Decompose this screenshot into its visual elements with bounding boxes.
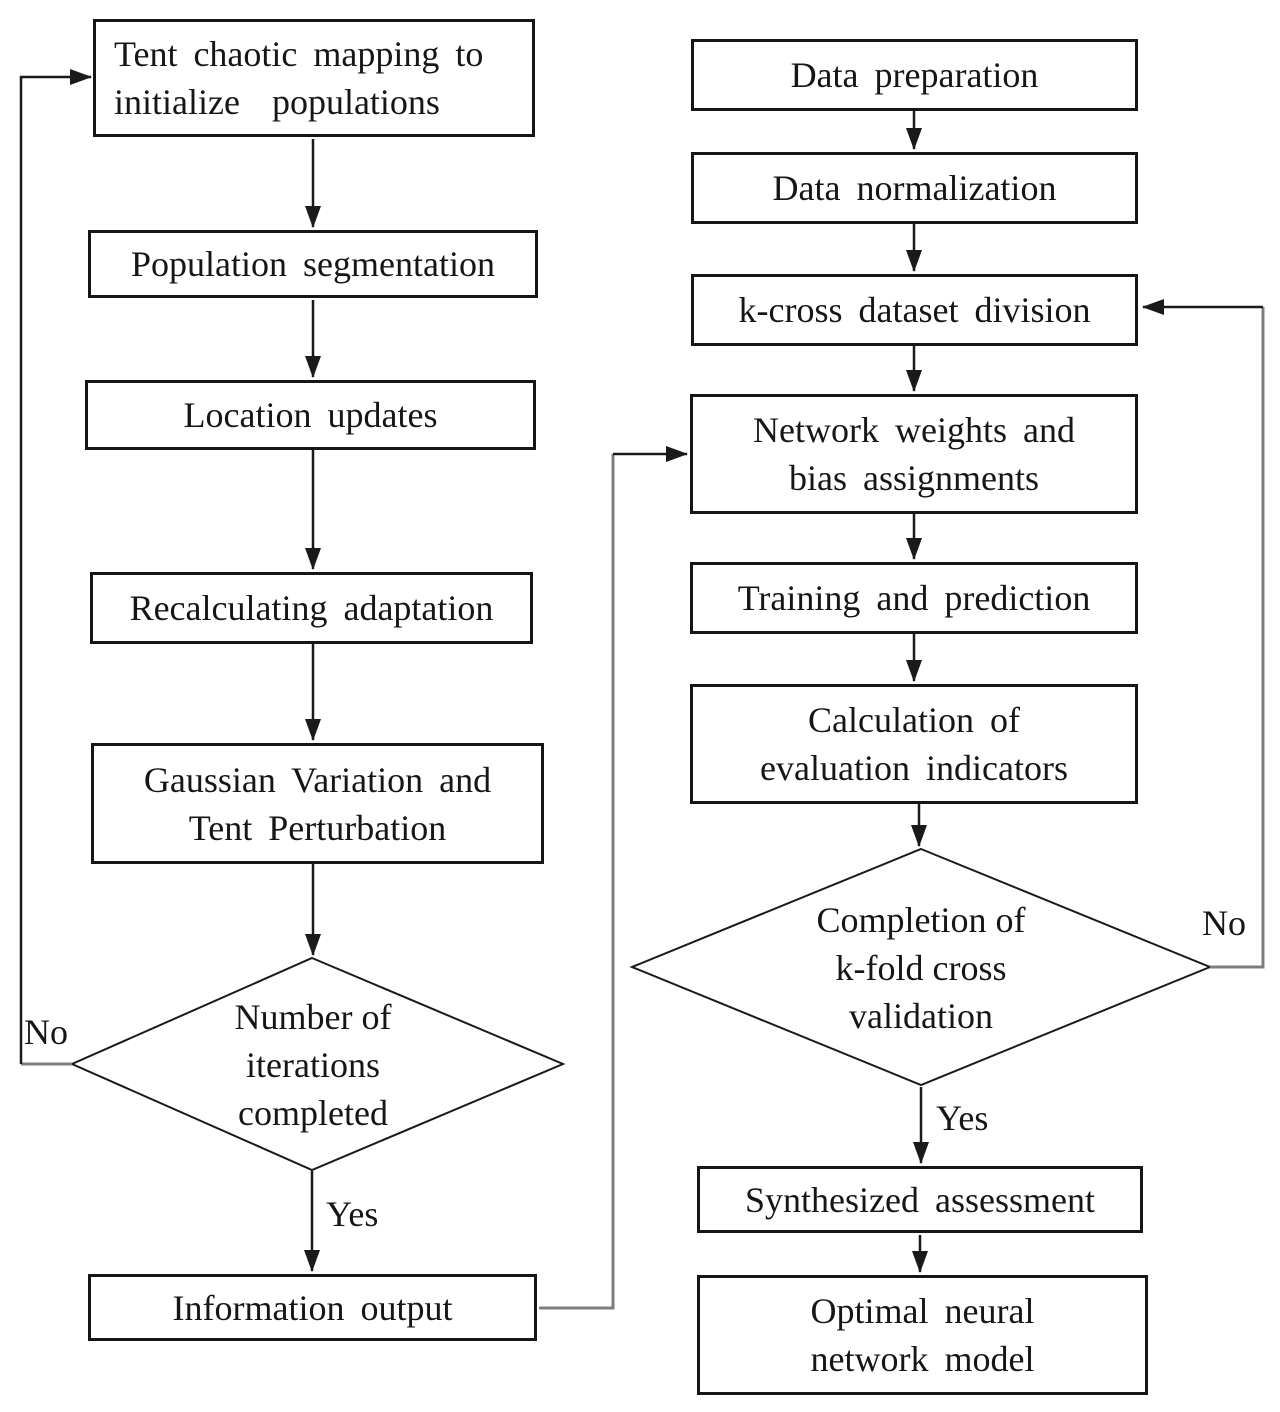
diamond-left-outline <box>69 956 566 1172</box>
label-no-right: No <box>1202 903 1246 943</box>
label-yes-left: Yes <box>326 1194 379 1234</box>
node-recalculating-adaptation: Recalculating adaptation <box>90 572 533 644</box>
node-k-cross-dataset-division: k-cross dataset division <box>691 274 1138 346</box>
loop-no-right <box>1210 307 1265 969</box>
label-yes-right: Yes <box>936 1098 989 1138</box>
node-training-and-prediction: Training and prediction <box>690 562 1138 634</box>
label-no-left: No <box>24 1012 68 1052</box>
node-tent-mapping: Tent chaotic mapping to initialize popul… <box>93 19 535 137</box>
node-calculation-evaluation-indicators: Calculation of evaluation indicators <box>690 684 1138 804</box>
decision-k-fold-cross-validation: Completion of k-fold cross validation <box>816 900 1026 1036</box>
node-gaussian-variation-tent-perturbation: Gaussian Variation and Tent Perturbation <box>91 743 544 864</box>
diamond-right-outline <box>629 847 1213 1087</box>
node-synthesized-assessment: Synthesized assessment <box>697 1166 1143 1233</box>
loop-no-left <box>19 69 92 1064</box>
node-optimal-neural-network-model: Optimal neural network model <box>697 1275 1148 1395</box>
connector-output-to-weights <box>539 454 615 1310</box>
decision-number-of-iterations: Number of iterations completed <box>234 997 392 1133</box>
node-location-updates: Location updates <box>85 380 536 450</box>
node-population-segmentation: Population segmentation <box>88 230 538 298</box>
node-network-weights-bias: Network weights and bias assignments <box>690 394 1138 514</box>
node-data-normalization: Data normalization <box>691 152 1138 224</box>
node-data-preparation: Data preparation <box>691 39 1138 111</box>
node-information-output: Information output <box>88 1274 537 1341</box>
